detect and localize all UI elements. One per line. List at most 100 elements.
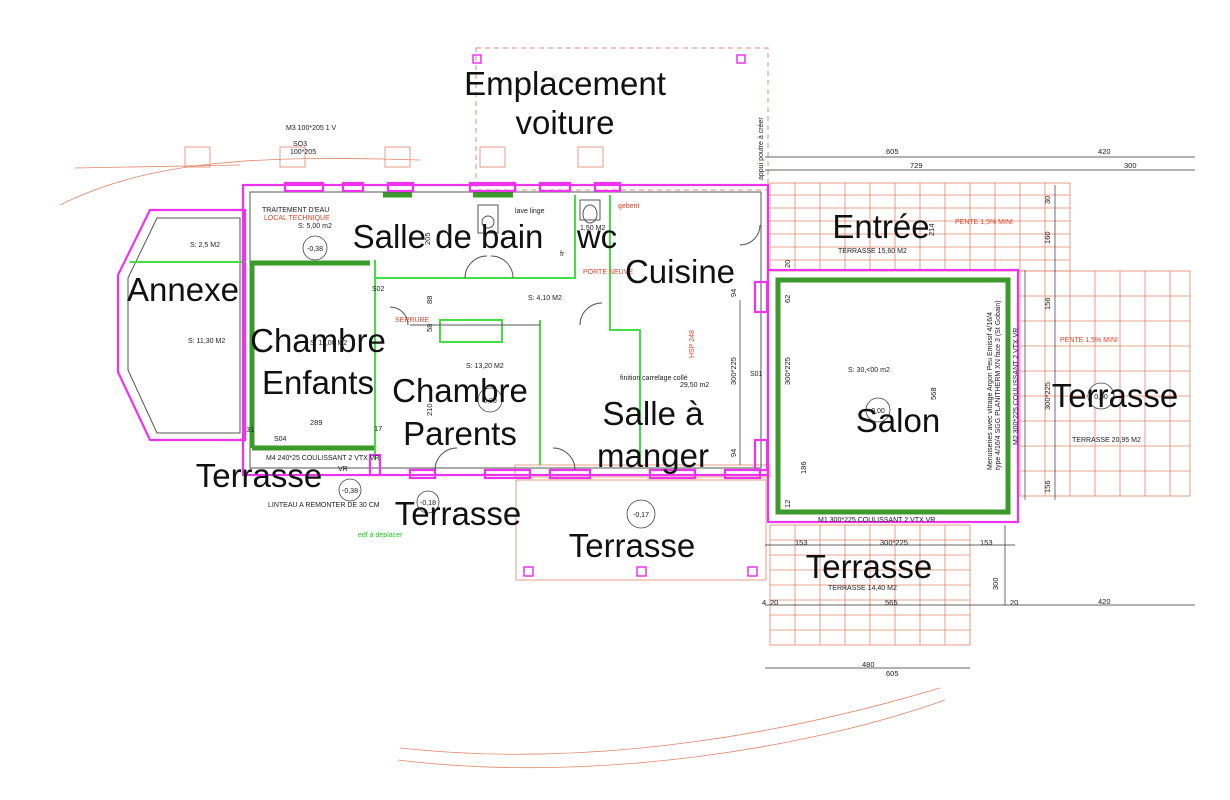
- dimension-label: 210: [425, 403, 434, 416]
- annotation: geberit: [618, 203, 639, 210]
- dimension-label: 568: [929, 387, 938, 400]
- dimension-label: 88: [425, 296, 434, 304]
- dimension-label: 160: [1043, 231, 1052, 244]
- level-value: -0,17: [633, 512, 649, 519]
- site-curve-top-left: [59, 158, 421, 206]
- roof-markers: [184, 146, 604, 168]
- room-label-annexe: Annexe: [127, 271, 239, 308]
- annotation: S04: [274, 436, 287, 443]
- level-value: -0,18: [420, 500, 436, 507]
- room-label-terrasse-mid: Terrasse: [395, 495, 522, 532]
- dimension-label: 94: [729, 449, 738, 457]
- level-value: 0,00: [483, 398, 497, 405]
- annotation: Menuiseries avec vitrage Argon Peu Emiss…: [987, 312, 994, 470]
- dimension-label: 20: [1010, 598, 1018, 607]
- annotation: S: 30,<00 m2: [848, 367, 890, 374]
- annotation: S: 2,5 M2: [190, 242, 220, 249]
- room-label-emplacement: Emplacement: [464, 65, 666, 102]
- room-label-chambre-enfants: Chambre: [250, 322, 386, 359]
- level-marker: [865, 397, 891, 423]
- level-marker: [302, 235, 328, 261]
- room-label-voiture: voiture: [515, 104, 614, 141]
- dimension-label: 94: [729, 289, 738, 297]
- dimension-label: 31: [246, 425, 254, 434]
- annotation: S: 5,00 m2: [298, 223, 332, 230]
- room-label-cuisine: Cuisine: [625, 253, 735, 290]
- annotation: type 4/16/4 SGG PLANITHERM XN face 3 (St…: [995, 300, 1002, 470]
- room-label-salle-de-bain: Salle de bain: [353, 218, 544, 255]
- room-label-wc: wc: [576, 218, 617, 255]
- dimension-label: 156: [1043, 297, 1052, 310]
- site-curve-bottom-2: [397, 699, 946, 769]
- annexe-wall-outer: [116, 208, 247, 442]
- dimension-label: 20: [783, 260, 792, 268]
- dimension-label: 62: [783, 295, 792, 303]
- dimension-label: 300: [991, 577, 1000, 590]
- room-label-chambre-enfants-2: Enfants: [262, 364, 374, 401]
- toilet-bowl: [582, 204, 598, 224]
- annotation: PORTE NEUVE: [583, 269, 633, 276]
- dimension-label: 300*225: [729, 357, 738, 385]
- washbasin: [477, 204, 499, 234]
- dimension-label: 4: [762, 598, 766, 607]
- dimension-label: 205: [423, 232, 432, 245]
- annexe-wall-inner: [127, 217, 241, 434]
- annotation: S02: [372, 286, 385, 293]
- room-label-terrasse-left: Terrasse: [196, 457, 323, 494]
- level-value: 0,00: [871, 408, 885, 415]
- window-markers: [283, 181, 769, 480]
- level-marker: [338, 478, 362, 502]
- dimension-label: 420: [1098, 147, 1111, 156]
- post-marker: [747, 566, 758, 577]
- dimension-lines: [739, 156, 1195, 669]
- dimension-label: 17: [374, 424, 382, 433]
- annotation: M3 100*205 1 V: [286, 125, 337, 132]
- dimension-label: 289: [310, 418, 323, 427]
- door-swings: [389, 224, 761, 471]
- annotation: PENTE 1,5% MINI: [1060, 337, 1118, 344]
- dimension-label: 565: [885, 598, 898, 607]
- washbasin-bowl: [481, 215, 495, 229]
- room-label-chambre-parents-2: Parents: [403, 415, 517, 452]
- annotation: SO3: [293, 141, 307, 148]
- level-value: -0,38: [342, 488, 358, 495]
- wardrobe: [439, 319, 503, 343]
- annotation: 29,50 m2: [680, 382, 709, 389]
- annotation: TERRASSE 14,40 M2: [828, 585, 897, 592]
- level-value: 0,00: [1094, 394, 1108, 401]
- level-marker: [626, 499, 656, 529]
- annotation: TRAITEMENT D'EAU: [262, 207, 329, 214]
- dimension-label: 605: [886, 147, 899, 156]
- dimension-label: 300*225: [1043, 382, 1052, 410]
- annotation: SERRURE: [395, 317, 430, 324]
- dimension-label: 58: [425, 324, 434, 332]
- toilet: [579, 199, 601, 221]
- terrace-mid-outline: [515, 479, 767, 581]
- dimension-label: 214: [927, 223, 936, 236]
- dimension-label: 480: [862, 660, 875, 669]
- annotation: M1 300*225 COULISSANT 2 VTX VR: [818, 517, 935, 524]
- dimension-label: 420: [1098, 597, 1111, 606]
- room-label-terrasse-right: Terrasse: [1052, 377, 1179, 414]
- room-label-salon: Salon: [856, 402, 940, 439]
- room-label-entree: Entrée: [832, 208, 929, 245]
- annotation: 100*205: [290, 149, 316, 156]
- salon-outer-wall: [766, 268, 1020, 524]
- post-marker: [736, 54, 746, 64]
- annotation: finition carrelage collé: [620, 375, 688, 382]
- post-marker: [472, 54, 482, 64]
- dimension-label: 12: [783, 500, 792, 508]
- annotation: LOCAL TECHNIQUE: [264, 215, 330, 222]
- annotation: S: 4,10 M2: [528, 295, 562, 302]
- annotation: edf à deplacer: [358, 532, 403, 539]
- dimension-label: 605: [886, 669, 899, 678]
- dimension-label: 300*225: [880, 538, 908, 547]
- annotation: S01: [750, 371, 763, 378]
- level-marker: [416, 490, 440, 514]
- room-label-salle-a-manger-2: manger: [597, 437, 709, 474]
- room-label-chambre-parents: Chambre: [392, 372, 528, 409]
- terrace-grid-entree: [769, 182, 1071, 272]
- dimension-label: 153: [795, 538, 808, 547]
- salon-green-wall: [775, 277, 1011, 515]
